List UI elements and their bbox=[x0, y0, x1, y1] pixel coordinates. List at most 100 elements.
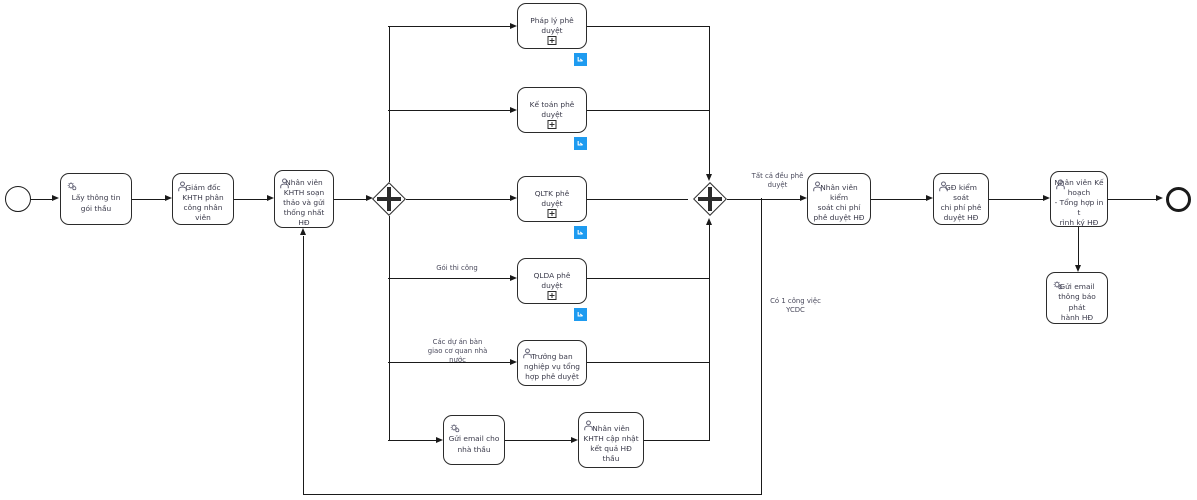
gear-icon bbox=[1052, 277, 1065, 290]
connector-t1-to-t2 bbox=[132, 198, 166, 200]
link-badge-t7[interactable] bbox=[574, 308, 587, 321]
connector-split-to-t7 bbox=[388, 278, 512, 280]
user-icon bbox=[812, 177, 823, 192]
task-label: Lấy thông tin gói thầu bbox=[71, 193, 121, 213]
link-badge-t4[interactable] bbox=[574, 53, 587, 66]
flow-label-tat-ca-deu-phe-duyet: Tất cả đều phê duyệt bbox=[751, 172, 804, 189]
arrowhead bbox=[52, 195, 59, 202]
parallel-plus-icon bbox=[693, 182, 727, 216]
flow-label-co-1-cong-viec-ycdc: Có 1 công việc YCDC bbox=[770, 297, 821, 314]
arrowhead bbox=[706, 174, 712, 181]
connector-t13-to-t14 bbox=[1078, 227, 1080, 267]
arrowhead bbox=[926, 195, 933, 202]
task-label: Nhân viên KHTH cập nhật kết quả HĐ thầu bbox=[583, 423, 639, 464]
subprocess-icon bbox=[547, 36, 557, 45]
connector-start-to-t1 bbox=[31, 198, 53, 200]
task-label: Trưởng ban nghiệp vụ tổng hợp phê duyệt bbox=[524, 351, 580, 382]
link-badge-t6[interactable] bbox=[574, 226, 587, 239]
arrowhead bbox=[366, 195, 373, 202]
connector-t2-to-t3 bbox=[234, 198, 268, 200]
user-icon bbox=[1055, 175, 1066, 190]
task-label: QLTK phê duyệt bbox=[534, 188, 570, 208]
arrowhead bbox=[571, 436, 578, 443]
arrowhead bbox=[436, 436, 443, 443]
arrowhead bbox=[510, 22, 517, 29]
arrowhead bbox=[300, 228, 306, 235]
gear-icon bbox=[449, 420, 462, 433]
task-lay-thong-tin-goi-thau[interactable]: Lấy thông tin gói thầu bbox=[60, 173, 132, 225]
task-nhan-vien-kiem-soat-chi-phi[interactable]: Nhân viên kiểm soát chi phí phê duyệt HĐ bbox=[807, 173, 871, 225]
flow-label-cac-du-an-ban-giao: Các dự án bàn giao cơ quan nhà nước bbox=[427, 338, 488, 364]
loopback-right-vertical bbox=[761, 198, 763, 495]
arrowhead bbox=[1156, 195, 1163, 202]
connector-split-to-t8 bbox=[388, 362, 512, 364]
task-label: Nhân viên Kế hoạch - Tổng hợp in t rình … bbox=[1054, 177, 1104, 228]
join-bus-upper bbox=[709, 26, 711, 176]
end-event[interactable] bbox=[1166, 187, 1191, 212]
connector-split-to-t5 bbox=[388, 110, 512, 112]
task-phap-ly-phe-duyet[interactable]: Pháp lý phê duyệt bbox=[517, 3, 587, 49]
arrowhead bbox=[510, 106, 517, 113]
task-nhan-vien-ke-hoach-tong-hop[interactable]: Nhân viên Kế hoạch - Tổng hợp in t rình … bbox=[1050, 171, 1108, 227]
split-bus-vertical-lower bbox=[388, 216, 390, 440]
task-label: Nhân viên kiểm soát chi phí phê duyệt HĐ bbox=[813, 182, 865, 223]
arrowhead bbox=[165, 195, 172, 202]
task-label: GĐ kiểm soát chi phí phê duyệt HĐ bbox=[940, 182, 982, 223]
arrowhead bbox=[800, 195, 807, 202]
task-truong-ban-nghiep-vu[interactable]: Trưởng ban nghiệp vụ tổng hợp phê duyệt bbox=[517, 340, 587, 386]
loopback-bottom-horizontal bbox=[303, 494, 762, 496]
task-nhan-vien-khth-soan-thao[interactable]: Nhân viên KHTH soạn thảo và gửi thống nh… bbox=[274, 170, 334, 228]
arrowhead bbox=[1075, 265, 1081, 272]
task-label: Gửi email thông báo phát hành HĐ bbox=[1058, 282, 1096, 322]
connector-t11-to-t12 bbox=[871, 198, 928, 200]
user-icon bbox=[583, 416, 594, 431]
task-gui-email-thong-bao[interactable]: Gửi email thông báo phát hành HĐ bbox=[1046, 272, 1108, 324]
gateway-parallel-split[interactable] bbox=[372, 182, 406, 216]
flow-label-goi-thi-cong: Gói thi công bbox=[436, 264, 478, 272]
task-qltk-phe-duyet[interactable]: QLTK phê duyệt bbox=[517, 176, 587, 222]
user-icon bbox=[279, 174, 290, 189]
split-bus-vertical bbox=[388, 26, 390, 182]
connector-t8-to-join bbox=[587, 362, 710, 364]
connector-t9-to-t10 bbox=[505, 440, 573, 442]
gateway-parallel-join[interactable] bbox=[693, 182, 727, 216]
task-ke-toan-phe-duyet[interactable]: Kế toán phê duyệt bbox=[517, 87, 587, 133]
connector-t10-to-join bbox=[644, 440, 710, 442]
connector-split-to-t9 bbox=[388, 440, 438, 442]
user-icon bbox=[522, 344, 533, 359]
task-label: Nhân viên KHTH soạn thảo và gửi thống nh… bbox=[283, 177, 325, 228]
arrowhead bbox=[267, 195, 274, 202]
subprocess-icon bbox=[547, 209, 557, 218]
join-bus-lower bbox=[709, 222, 711, 440]
loopback-left-vertical bbox=[303, 236, 305, 495]
task-label: QLDA phê duyệt bbox=[533, 270, 571, 290]
subprocess-icon bbox=[547, 120, 557, 129]
connector-t13-to-end bbox=[1108, 198, 1158, 200]
arrowhead bbox=[510, 195, 517, 202]
connector-split-to-t6 bbox=[406, 198, 512, 200]
task-nhan-vien-khth-cap-nhat[interactable]: Nhân viên KHTH cập nhật kết quả HĐ thầu bbox=[578, 412, 644, 468]
arrowhead bbox=[510, 358, 517, 365]
arrowhead bbox=[1043, 195, 1050, 202]
start-event[interactable] bbox=[5, 186, 31, 212]
task-label: Kế toán phê duyệt bbox=[529, 99, 575, 119]
task-label: Pháp lý phê duyệt bbox=[530, 15, 574, 35]
task-qlda-phe-duyet[interactable]: QLDA phê duyệt bbox=[517, 258, 587, 304]
task-label: Giám đốc KHTH phân công nhân viên bbox=[182, 182, 224, 223]
connector-t4-to-join bbox=[587, 26, 710, 28]
task-giam-doc-khth-phan-cong[interactable]: Giám đốc KHTH phân công nhân viên bbox=[172, 173, 234, 225]
connector-join-to-t11 bbox=[727, 198, 802, 200]
task-label: Gửi email cho nhà thầu bbox=[448, 434, 500, 454]
connector-t7-to-join bbox=[587, 278, 710, 280]
user-icon bbox=[938, 177, 949, 192]
link-badge-t5[interactable] bbox=[574, 137, 587, 150]
subprocess-icon bbox=[547, 291, 557, 300]
connector-split-to-t4 bbox=[388, 26, 512, 28]
arrowhead bbox=[510, 274, 517, 281]
user-icon bbox=[177, 177, 188, 192]
task-gui-email-cho-nha-thau[interactable]: Gửi email cho nhà thầu bbox=[443, 415, 505, 465]
task-gd-kiem-soat-chi-phi[interactable]: GĐ kiểm soát chi phí phê duyệt HĐ bbox=[933, 173, 989, 225]
connector-t5-to-join bbox=[587, 110, 710, 112]
connector-t6-to-join bbox=[587, 198, 688, 200]
